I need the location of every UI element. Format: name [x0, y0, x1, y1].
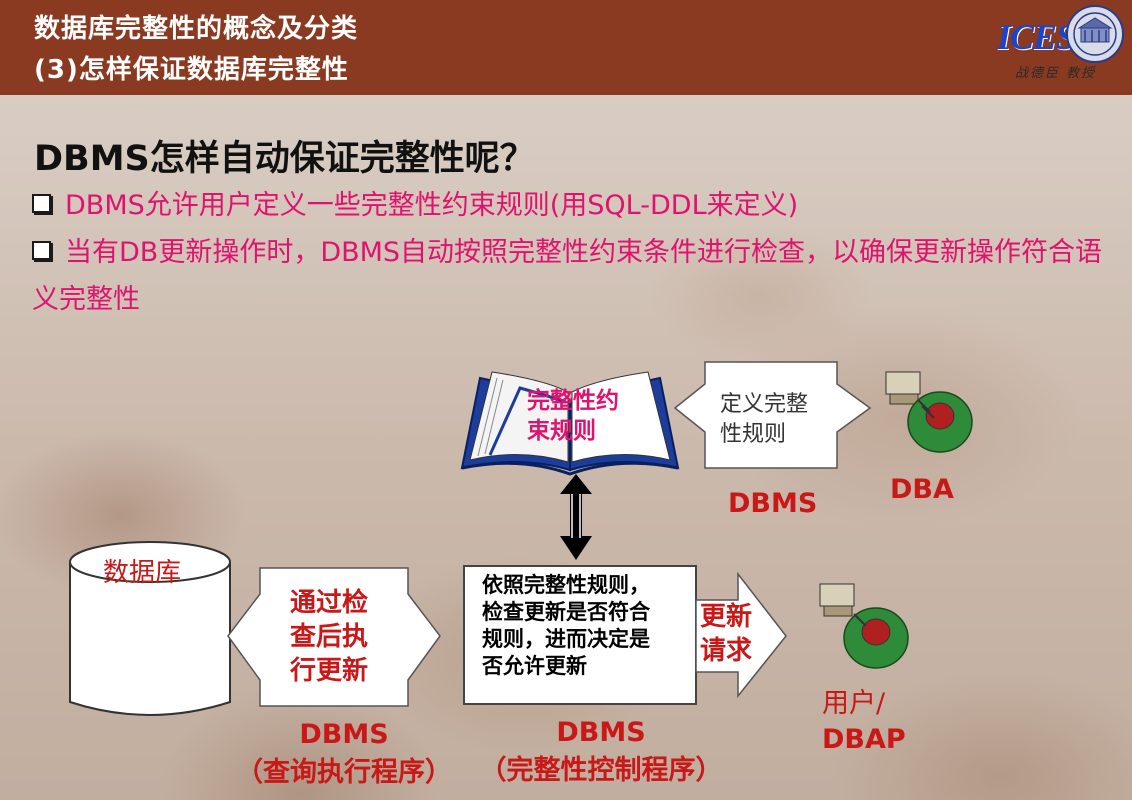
update-request-arrow — [695, 571, 787, 699]
execute-label-line: 行更新 — [290, 656, 369, 686]
user-dbap-label: 用户/ DBAP — [822, 686, 906, 758]
define-rules-label: 定义完整 性规则 — [720, 390, 808, 450]
bullet-text: 当有DB更新操作时，DBMS自动按照完整性约束条件进行检查，以确保更新操作符合语… — [32, 237, 1103, 315]
update-request-label: 更新 请求 — [700, 600, 752, 668]
request-label-line: 更新 — [700, 602, 753, 632]
dbms-exec-label: DBMS （查询执行程序） — [224, 716, 464, 792]
book-label-line: 束规则 — [527, 418, 596, 444]
database-label: 数据库 — [103, 558, 182, 588]
dbms-exec-line: （查询执行程序） — [236, 757, 452, 788]
control-box-line: 规则，进而决定是 — [482, 627, 650, 651]
dbms-control-line: DBMS — [556, 717, 646, 748]
execute-update-arrow — [227, 567, 441, 707]
control-box-line: 依照完整性规则， — [482, 573, 650, 597]
checkbox-bullet-icon — [32, 194, 51, 213]
user-label-line: DBAP — [822, 724, 906, 755]
book-label: 完整性约 束规则 — [527, 386, 619, 446]
dbms-control-label: DBMS （完整性控制程序） — [466, 714, 736, 790]
execute-label-line: 查后执 — [290, 622, 369, 652]
ices-logo-text: ICES — [997, 17, 1076, 57]
control-box-line: 检查更新是否符合 — [482, 600, 650, 624]
control-box-text: 依照完整性规则， 检查更新是否符合 规则，进而决定是 否允许更新 — [482, 572, 650, 680]
user-person-icon — [819, 583, 909, 669]
logo-caption: 战德臣 教授 — [1015, 66, 1097, 81]
execute-label-line: 通过检 — [290, 588, 369, 618]
request-label-line: 请求 — [700, 636, 753, 666]
define-rules-line: 性规则 — [720, 422, 787, 447]
user-label-line: 用户/ — [822, 688, 886, 719]
bullet-item: DBMS允许用户定义一些完整性约束规则(用SQL-DDL来定义) — [32, 182, 798, 229]
dba-person-icon — [885, 371, 973, 453]
execute-update-label: 通过检 查后执 行更新 — [290, 586, 368, 688]
dbms-exec-line: DBMS — [299, 719, 389, 750]
dbms-control-line: （完整性控制程序） — [479, 755, 723, 786]
control-box-line: 否允许更新 — [482, 654, 587, 678]
dbms-top-label: DBMS — [728, 488, 818, 519]
university-seal-icon — [1066, 5, 1124, 63]
rule-book-icon — [460, 371, 680, 476]
database-cylinder-icon — [69, 541, 231, 716]
book-label-line: 完整性约 — [527, 388, 619, 414]
define-rules-line: 定义完整 — [720, 392, 809, 417]
bullet-text: DBMS允许用户定义一些完整性约束规则(用SQL-DDL来定义) — [65, 190, 799, 221]
define-rules-arrow — [673, 361, 872, 469]
integrity-control-box — [463, 565, 697, 705]
slide-title: 数据库完整性的概念及分类 — [34, 14, 359, 44]
vertical-link-arrow — [560, 474, 592, 560]
dba-label: DBA — [890, 474, 954, 505]
checkbox-bullet-icon — [32, 241, 51, 260]
slide-header: 数据库完整性的概念及分类 (3)怎样保证数据库完整性 ICES 战德臣 教授 — [0, 0, 1132, 95]
bullet-item: 当有DB更新操作时，DBMS自动按照完整性约束条件进行检查，以确保更新操作符合语… — [32, 229, 1112, 323]
logo: ICES 战德臣 教授 — [985, 2, 1132, 92]
main-heading: DBMS怎样自动保证完整性呢？ — [34, 139, 535, 179]
slide-subtitle: (3)怎样保证数据库完整性 — [34, 55, 349, 85]
